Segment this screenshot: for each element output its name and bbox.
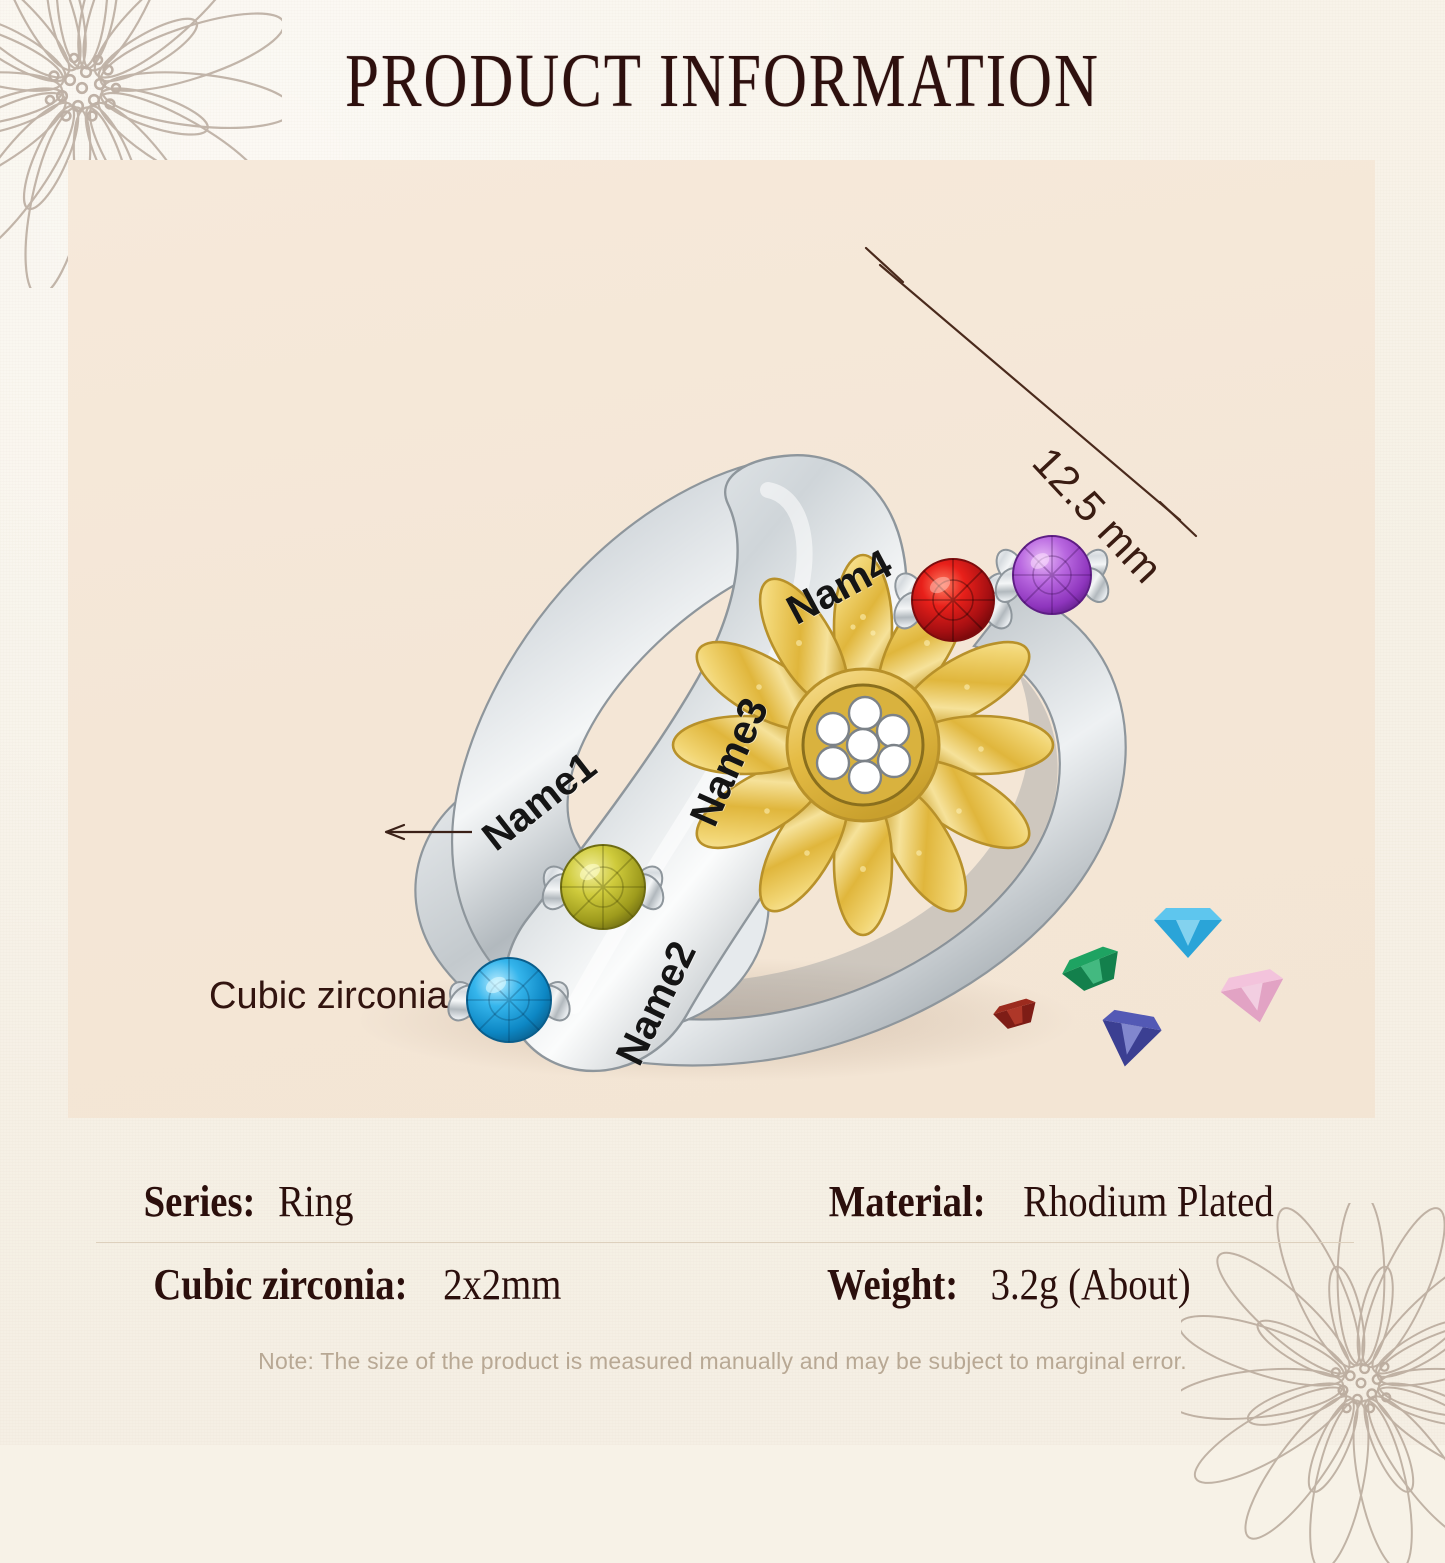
spec-weight-value: 3.2g (About) [990, 1259, 1191, 1309]
page-title: PRODUCT INFORMATION [345, 39, 1100, 123]
spec-material-label: Material: [828, 1176, 986, 1226]
ring-illustration [358, 246, 1284, 1082]
footer-note: Note: The size of the product is measure… [258, 1348, 1187, 1374]
sunflower-center-stones [815, 695, 912, 795]
spec-series-value: Ring [278, 1176, 354, 1226]
set-stone-olive [541, 844, 665, 930]
spec-series: Series: Ring [96, 1176, 808, 1227]
ring-inner-shadow [494, 672, 1058, 1020]
loose-gem-sapphire-navy [1102, 1009, 1162, 1067]
spec-cubic-zirconia-label: Cubic zirconia: [153, 1259, 408, 1309]
product-image-panel: 12.5 mm Cubic zirconia Name1 Name2 Name3… [68, 160, 1375, 1118]
spec-cubic-zirconia-value: 2x2mm [442, 1259, 562, 1309]
cubic-zirconia-callout-label: Cubic zirconia [209, 975, 448, 1017]
spec-row: Cubic zirconia: 2x2mm Weight: 3.2g (Abou… [96, 1243, 1354, 1325]
dimension-line [864, 246, 1198, 538]
loose-gemstones [993, 908, 1284, 1067]
sunflower-charm [671, 553, 1055, 937]
set-stone-aqua [447, 957, 571, 1043]
spec-material-value: Rhodium Plated [1023, 1176, 1275, 1226]
spec-row: Series: Ring Material: Rhodium Plated [96, 1160, 1354, 1243]
spec-weight-label: Weight: [826, 1259, 959, 1309]
loose-gem-pink [1220, 969, 1284, 1023]
specification-list: Series: Ring Material: Rhodium Plated Cu… [96, 1160, 1354, 1325]
loose-gem-emerald-green [1062, 946, 1118, 991]
spec-series-label: Series: [143, 1176, 256, 1226]
set-stone-purple [994, 535, 1110, 615]
spec-cubic-zirconia: Cubic zirconia: 2x2mm [96, 1259, 808, 1310]
spec-material: Material: Rhodium Plated [808, 1176, 1354, 1227]
cz-leader-line [384, 823, 472, 841]
ring-band-back [414, 588, 1127, 1067]
spec-weight: Weight: 3.2g (About) [808, 1259, 1354, 1310]
loose-gem-garnet-red [993, 998, 1036, 1029]
loose-gem-aquamarine-blue [1154, 908, 1222, 958]
